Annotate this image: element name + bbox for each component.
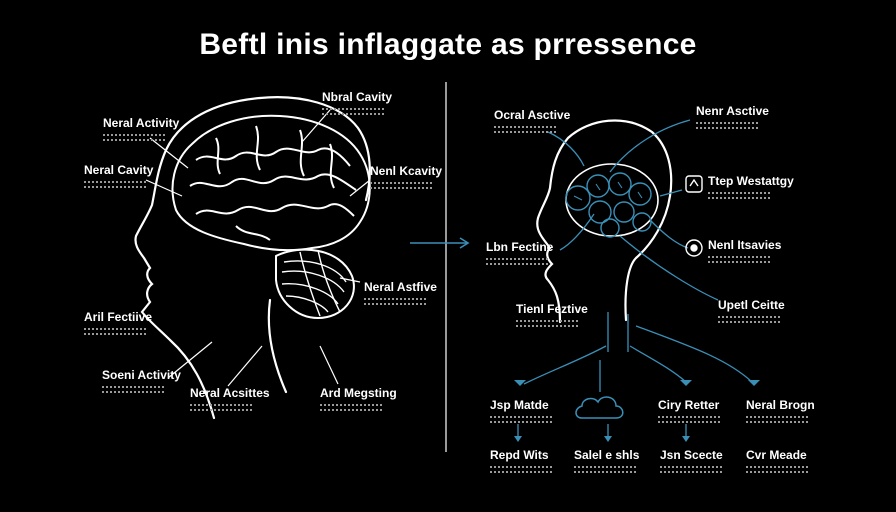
bottom-label-6: Jsn Scecte [660,448,723,473]
bottom-label-3: Neral Brogn [746,398,815,423]
right-label-7: Upetl Ceitte [718,298,785,323]
bottom-label-4: Repd Wits [490,448,552,473]
right-badge-icons [685,175,703,257]
page-title: Beftl inis inflaggate as prressence [199,28,697,61]
left-label-8: Neral Acsittes [190,386,270,411]
left-brain [171,114,371,252]
left-leader-lines [145,109,371,387]
cloud-icon [575,396,624,419]
left-label-3: Nbral Cavity [322,90,392,115]
bottom-branch-lines [517,312,755,440]
left-label-4: Nenl Kcavity [370,164,442,189]
right-label-3: Ttep Westattgy [708,174,794,199]
left-cerebellum [275,248,355,320]
bottom-label-7: Cvr Meade [746,448,808,473]
right-head-profile [536,119,673,324]
bottom-label-1: Jsp Matde [490,398,552,423]
left-label-7: Soeni Activity [102,368,181,393]
right-brain-network [565,163,659,238]
left-label-2: Neral Cavity [84,163,153,188]
right-label-1: Ocral Asctive [494,108,570,133]
bottom-label-2: Ciry Retter [658,398,720,423]
left-label-5: Neral Astfive [364,280,437,305]
right-label-6: Tienl Feztive [516,302,588,327]
right-label-2: Nenr Asctive [696,104,769,129]
left-head-profile [134,96,371,420]
left-label-1: Neral Activity [103,116,179,141]
left-label-6: Aril Fectiive [84,310,152,335]
bottom-label-5: Salel e shls [574,448,639,473]
right-label-5: Nenl Itsavies [708,238,781,263]
right-connection-lines [547,119,719,301]
bottom-arrowheads [514,380,760,442]
left-label-9: Ard Megsting [320,386,397,411]
center-arrow [410,237,470,249]
right-label-4: Lbn Fectine [486,240,553,265]
